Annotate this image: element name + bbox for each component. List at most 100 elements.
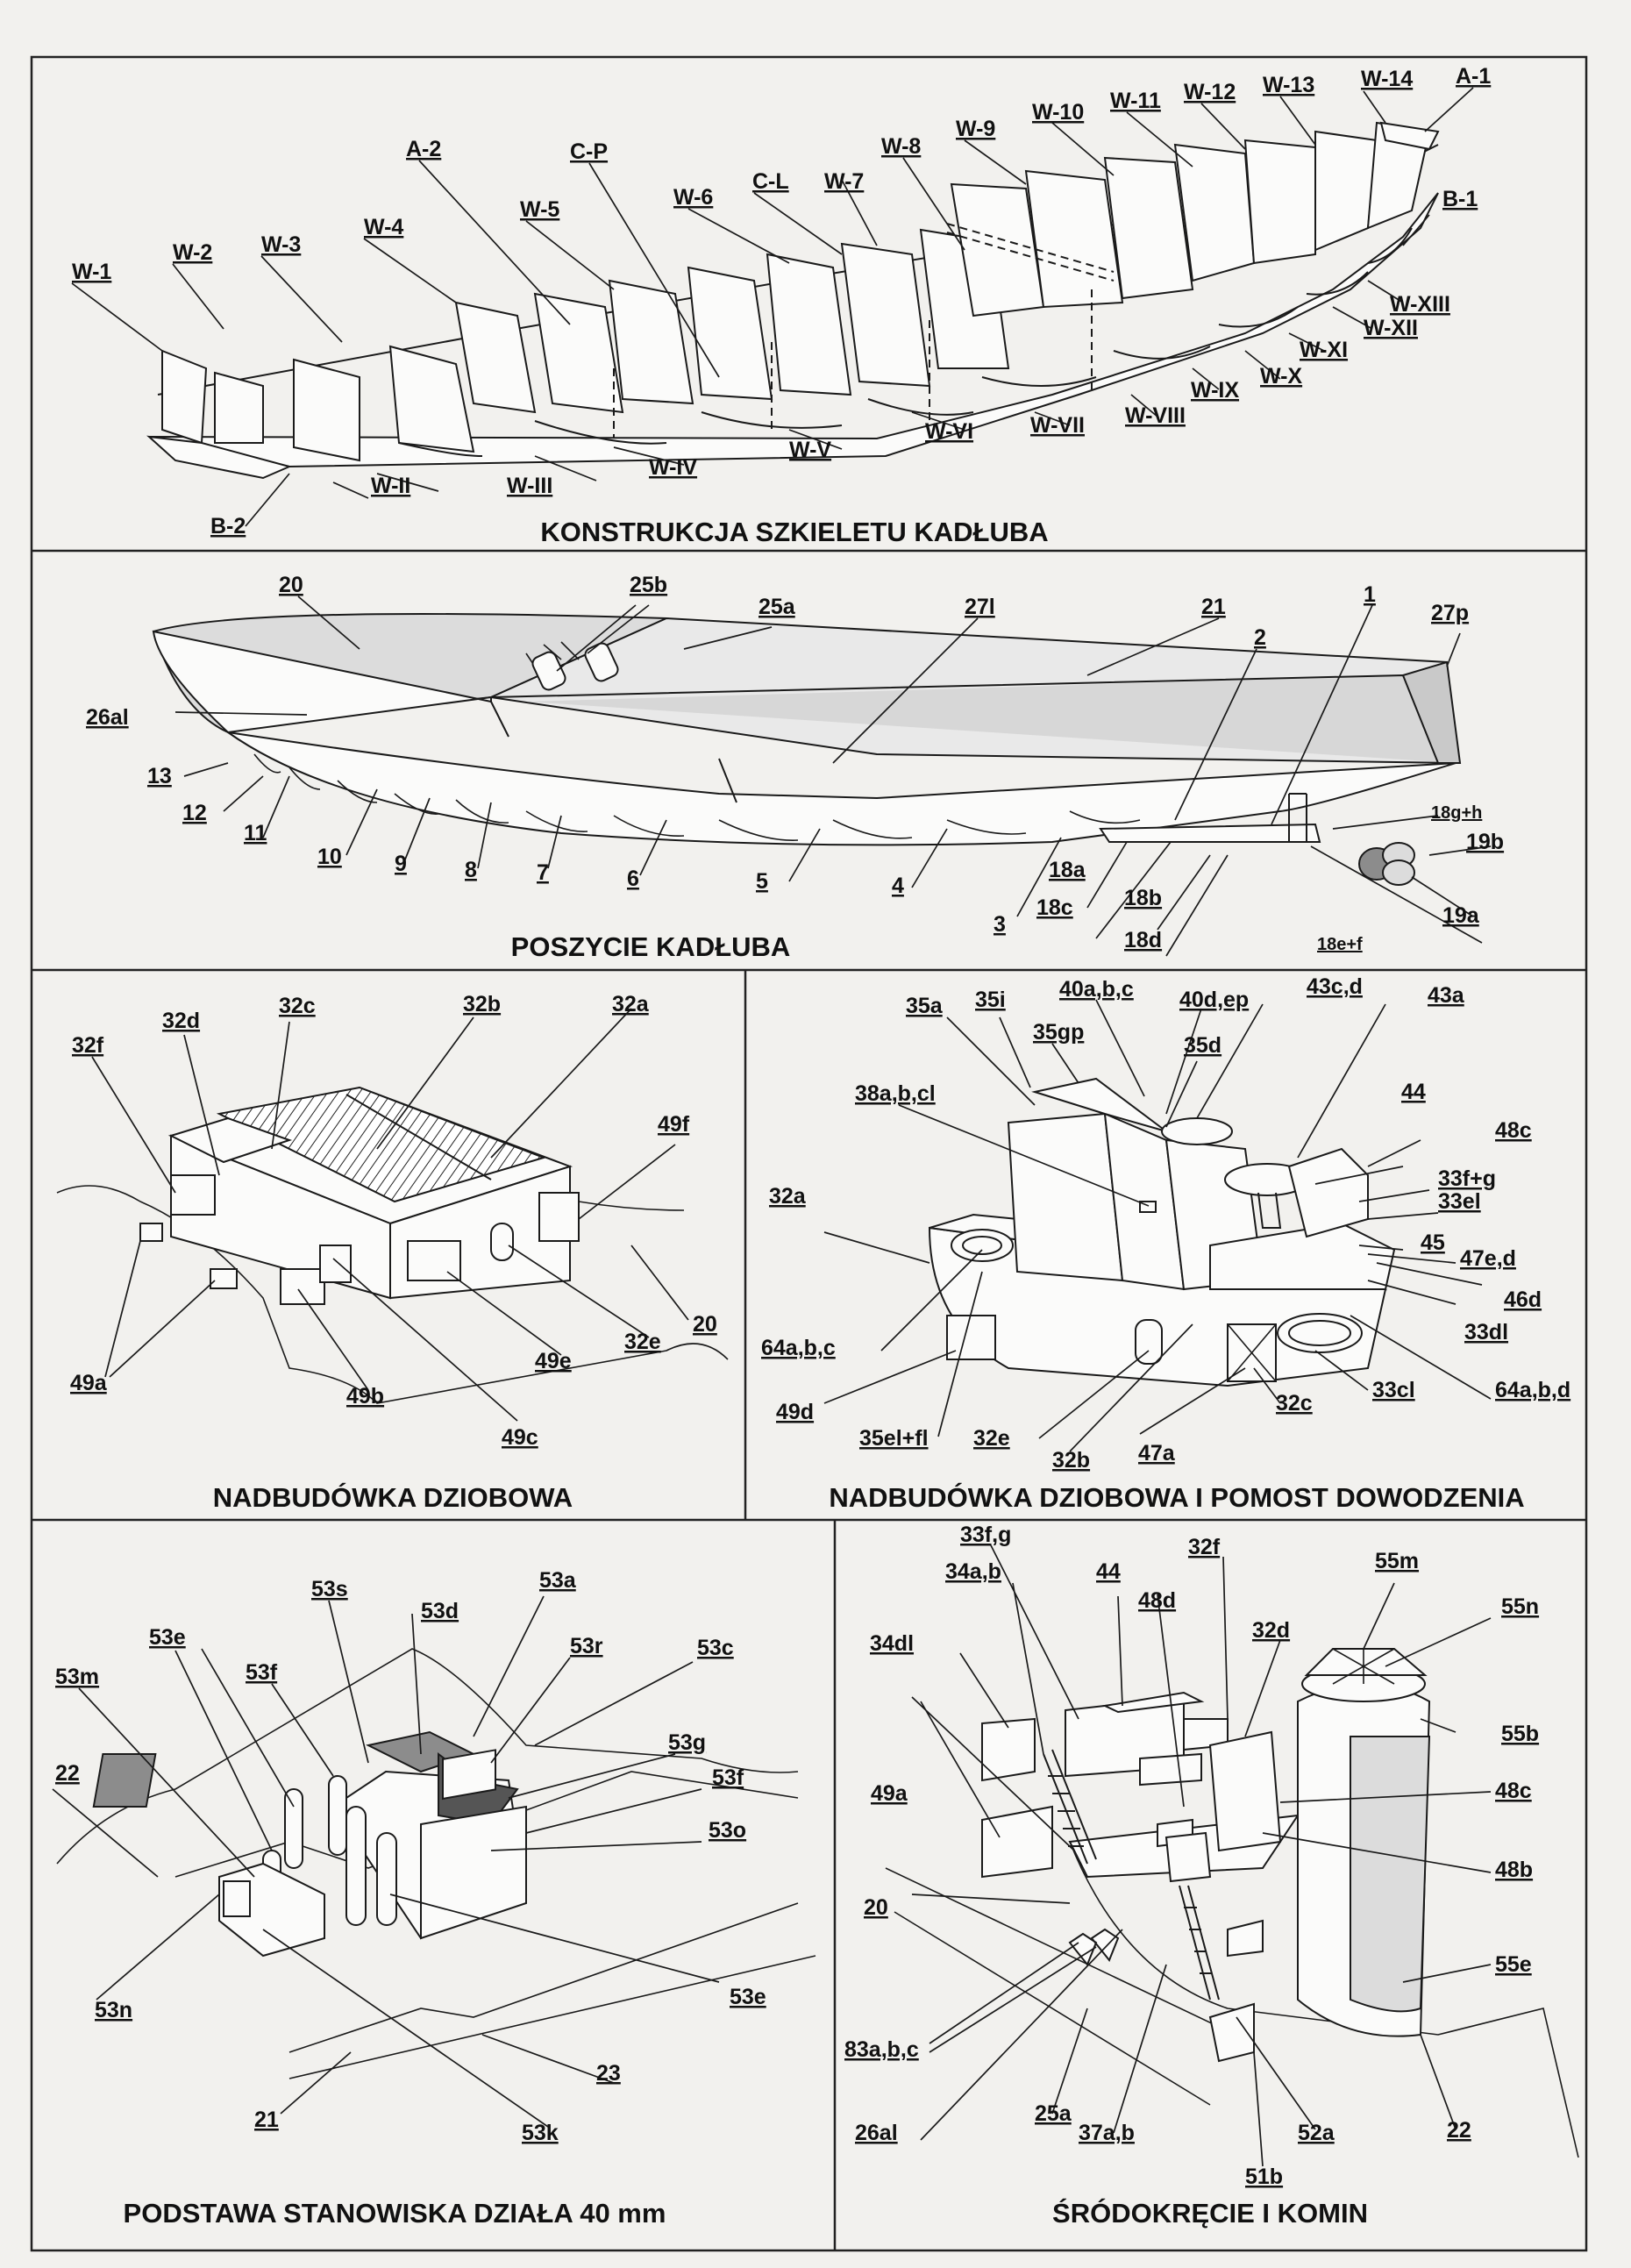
- label-W-13: W-13: [1263, 73, 1314, 97]
- label-32e: 32e: [624, 1330, 661, 1354]
- label-35i: 35i: [975, 988, 1006, 1012]
- label-W-X: W-X: [1260, 364, 1302, 389]
- funnel-drawing: [885, 1648, 1579, 2158]
- label-W-5: W-5: [520, 197, 559, 222]
- label-W-XIII: W-XIII: [1390, 292, 1450, 317]
- label-7: 7: [537, 860, 549, 885]
- label-W-XI: W-XI: [1300, 338, 1348, 362]
- title-bridge: NADBUDÓWKA DZIOBOWA I POMOST DOWODZENIA: [829, 1481, 1524, 1513]
- label-3: 3: [994, 912, 1006, 937]
- label-11: 11: [244, 821, 267, 845]
- label-18c: 18c: [1036, 895, 1073, 920]
- label-W-VI: W-VI: [925, 419, 973, 444]
- label-32d: 32d: [162, 1009, 200, 1033]
- label-27l: 27l: [965, 595, 995, 619]
- label-55m: 55m: [1375, 1549, 1419, 1573]
- label-32c: 32c: [1276, 1391, 1313, 1416]
- label-33dl: 33dl: [1464, 1320, 1508, 1344]
- label-49a: 49a: [871, 1781, 908, 1806]
- label-32b: 32b: [463, 992, 501, 1016]
- label-55e: 55e: [1495, 1952, 1532, 1977]
- skeleton-drawing: [146, 121, 1440, 480]
- label-18b: 18b: [1124, 886, 1162, 910]
- label-32c: 32c: [279, 994, 316, 1018]
- label-52a: 52a: [1298, 2121, 1335, 2145]
- funnel-leaders: [911, 1544, 1492, 2167]
- label-26al: 26al: [855, 2121, 898, 2145]
- label-55n: 55n: [1501, 1594, 1539, 1619]
- label-33el: 33el: [1438, 1189, 1481, 1214]
- skeleton-leaders: [71, 87, 1474, 527]
- label-W-10: W-10: [1032, 100, 1084, 125]
- label-33cl: 33cl: [1372, 1378, 1415, 1402]
- label-47a: 47a: [1138, 1441, 1176, 1466]
- label-53e: 53e: [149, 1625, 186, 1650]
- label-64a,b,c: 64a,b,c: [761, 1336, 836, 1360]
- label-53e: 53e: [730, 1985, 766, 2009]
- title-gun-base: PODSTAWA STANOWISKA DZIAŁA 40 mm: [124, 2198, 666, 2229]
- plating-drawing: [152, 613, 1462, 886]
- label-22: 22: [55, 1761, 80, 1786]
- label-C-L: C-L: [752, 169, 789, 194]
- label-35d: 35d: [1184, 1033, 1221, 1058]
- label-10: 10: [317, 845, 342, 869]
- label-9: 9: [395, 852, 407, 876]
- label-53s: 53s: [311, 1577, 348, 1601]
- label-37a,b: 37a,b: [1079, 2121, 1135, 2145]
- funnel-labels: 33f,g 44 32f 55m 34a,b 48d 55n 34dl 32d …: [844, 1523, 1539, 2189]
- label-27p: 27p: [1431, 601, 1469, 625]
- label-34a,b: 34a,b: [945, 1559, 1001, 1584]
- bridge-labels: 35a 35i 40a,b,c 40d,ep 43c,d 43a 35gp 35…: [761, 974, 1570, 1473]
- label-W-VII: W-VII: [1030, 413, 1085, 438]
- label-21: 21: [254, 2108, 279, 2132]
- label-C-P: C-P: [570, 139, 608, 164]
- label-51b: 51b: [1245, 2165, 1283, 2189]
- label-48c: 48c: [1495, 1779, 1532, 1803]
- label-1: 1: [1364, 582, 1376, 607]
- label-33f,g: 33f,g: [960, 1523, 1011, 1547]
- label-20: 20: [864, 1895, 888, 1920]
- label-48c: 48c: [1495, 1118, 1532, 1143]
- gun-base-labels: 53s 53a 53e 53d 53m 53f 53r 53c 22 53g 5…: [55, 1568, 766, 2145]
- label-W-IX: W-IX: [1191, 378, 1239, 403]
- label-W-8: W-8: [881, 134, 921, 159]
- label-22: 22: [1447, 2118, 1471, 2143]
- label-48d: 48d: [1138, 1588, 1176, 1613]
- label-A-1: A-1: [1456, 64, 1491, 89]
- label-38a,b,cl: 38a,b,cl: [855, 1081, 936, 1106]
- label-45: 45: [1421, 1230, 1445, 1255]
- label-W-14: W-14: [1361, 67, 1413, 91]
- label-25b: 25b: [630, 573, 667, 597]
- label-W-6: W-6: [673, 185, 713, 210]
- label-32f: 32f: [72, 1033, 104, 1058]
- label-2: 2: [1254, 625, 1266, 650]
- label-20: 20: [693, 1312, 717, 1337]
- label-40a,b,c: 40a,b,c: [1059, 977, 1134, 1002]
- label-44: 44: [1096, 1559, 1121, 1584]
- bow-superstructure-labels: 32f 32d 32c 32b 32a 49f 20 32e 49e 49c 4…: [70, 992, 717, 1450]
- label-19b: 19b: [1466, 830, 1504, 854]
- label-8: 8: [465, 858, 477, 882]
- label-W-II: W-II: [371, 474, 410, 498]
- label-25a: 25a: [1035, 2101, 1072, 2126]
- label-53n: 53n: [95, 1998, 132, 2022]
- label-35el+fl: 35el+fl: [859, 1426, 929, 1451]
- label-32f: 32f: [1188, 1535, 1221, 1559]
- label-49e: 49e: [535, 1349, 572, 1373]
- label-49d: 49d: [776, 1400, 814, 1424]
- label-49f: 49f: [658, 1112, 690, 1137]
- label-53g: 53g: [668, 1730, 706, 1755]
- label-18a: 18a: [1049, 858, 1086, 882]
- label-25a: 25a: [759, 595, 796, 619]
- skeleton-labels: W-1 W-2 W-3 W-4 W-5 A-2 C-P W-6 C-L W-7 …: [72, 64, 1491, 538]
- label-W-III: W-III: [507, 474, 552, 498]
- label-64a,b,d: 64a,b,d: [1495, 1378, 1570, 1402]
- label-53o: 53o: [709, 1818, 746, 1843]
- label-32a: 32a: [769, 1184, 807, 1209]
- label-19a: 19a: [1442, 903, 1480, 928]
- label-53a: 53a: [539, 1568, 577, 1593]
- label-B-1: B-1: [1442, 187, 1478, 211]
- label-49a: 49a: [70, 1371, 108, 1395]
- label-32b: 32b: [1052, 1448, 1090, 1473]
